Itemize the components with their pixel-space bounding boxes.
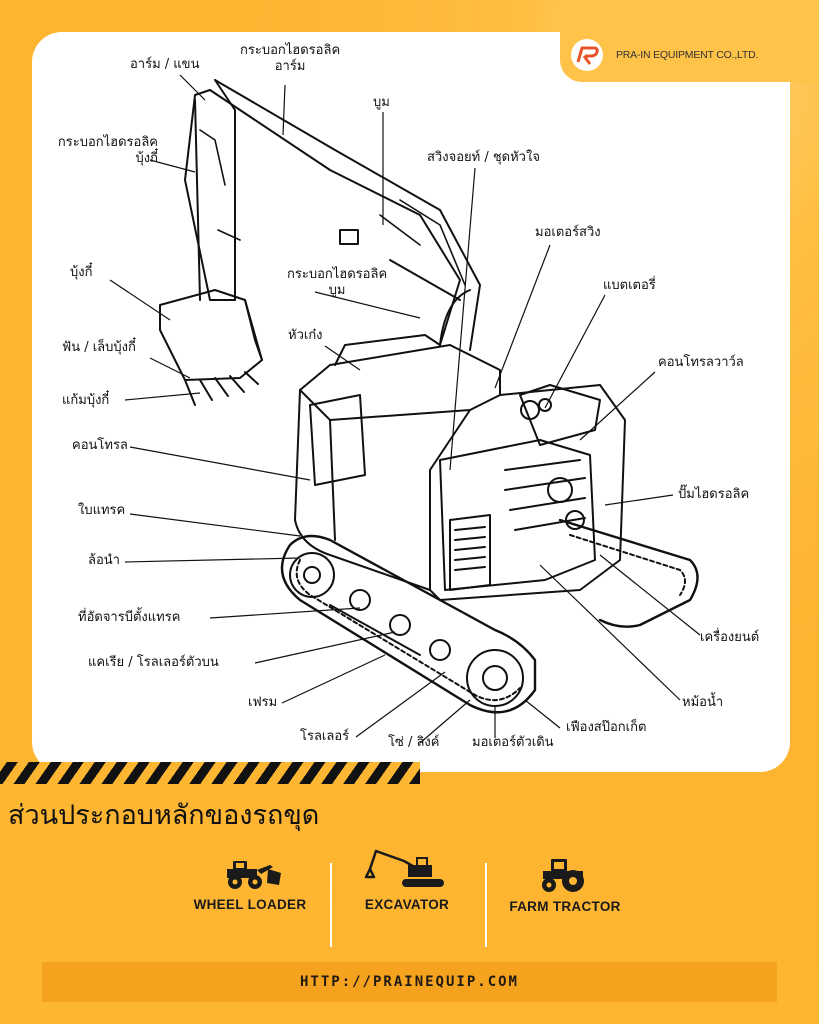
label-bucket-side: แก้มบุ้งกี๋ [62,393,110,408]
category-label: EXCAVATOR [364,897,450,912]
hazard-stripe [0,762,420,784]
label-radiator: หม้อน้ำ [682,695,724,710]
label-track-adjuster: ที่อัดจารบีตั้งแทรค [78,610,181,625]
label-sprocket: เฟืองสป๊อกเก็ต [566,720,647,735]
label-bucket-cylinder: กระบอกไฮดรอลิค บุ้งกี๋ [57,135,158,166]
category-divider [330,863,332,947]
label-teeth: ฟัน / เล็บบุ้งกี๋ [62,340,136,355]
label-arm-cylinder: กระบอกไฮดรอลิค อาร์ม [240,43,341,74]
category-label: WHEEL LOADER [193,897,307,912]
category-wheel-loader[interactable]: WHEEL LOADER [175,855,325,912]
label-swing-motor: มอเตอร์สวิง [535,225,601,240]
label-track-shoe: ใบแทรค [78,503,126,518]
brand-tab [560,0,819,82]
category-excavator[interactable]: EXCAVATOR [332,849,482,912]
label-control-valve: คอนโทรลวาว์ล [658,355,744,370]
label-chain-link: โซ่ / ลิงค์ [388,735,440,750]
wheel-loader-icon [227,861,281,889]
label-seat: หัวเก๋ง [288,328,323,343]
label-frame: เฟรม [248,695,278,710]
category-row: WHEEL LOADER EXCAVATOR [0,849,819,947]
label-control: คอนโทรล [72,438,128,453]
label-battery: แบตเตอรี่ [603,278,656,293]
label-boom-cylinder: กระบอกไฮดรอลิค บูม [287,267,388,298]
label-travel-motor: มอเตอร์ตัวเดิน [472,735,554,750]
farm-tractor-icon [542,859,584,892]
label-engine: เครื่องยนต์ [700,630,760,645]
category-farm-tractor[interactable]: FARM TRACTOR [490,855,640,914]
page-title: ส่วนประกอบหลักของรถขุด [8,800,320,831]
brand-logo-icon [571,39,603,71]
label-arm: อาร์ม / แขน [130,57,200,72]
label-boom: บูม [373,95,390,110]
brand[interactable]: PRA-IN EQUIPMENT CO.,LTD. [570,38,758,72]
label-bucket: บุ้งกี๋ [70,265,93,280]
excavator-icon [364,849,444,887]
label-idler: ล้อนำ [88,553,120,568]
brand-name: PRA-IN EQUIPMENT CO.,LTD. [616,49,759,61]
category-divider [485,863,487,947]
website-url[interactable]: HTTP://PRAINEQUIP.COM [299,974,519,990]
category-label: FARM TRACTOR [509,899,621,914]
label-carrier-roller: แคเรีย / โรลเลอร์ตัวบน [88,655,219,670]
label-roller: โรลเลอร์ [300,729,350,744]
url-bar[interactable]: HTTP://PRAINEQUIP.COM [42,962,777,1002]
label-hydraulic-pump: ปั๊มไฮดรอลิค [678,487,750,502]
label-swing-joint: สวิงจอยท์ / ชุดหัวใจ [427,150,540,165]
diagram-card [32,32,790,772]
